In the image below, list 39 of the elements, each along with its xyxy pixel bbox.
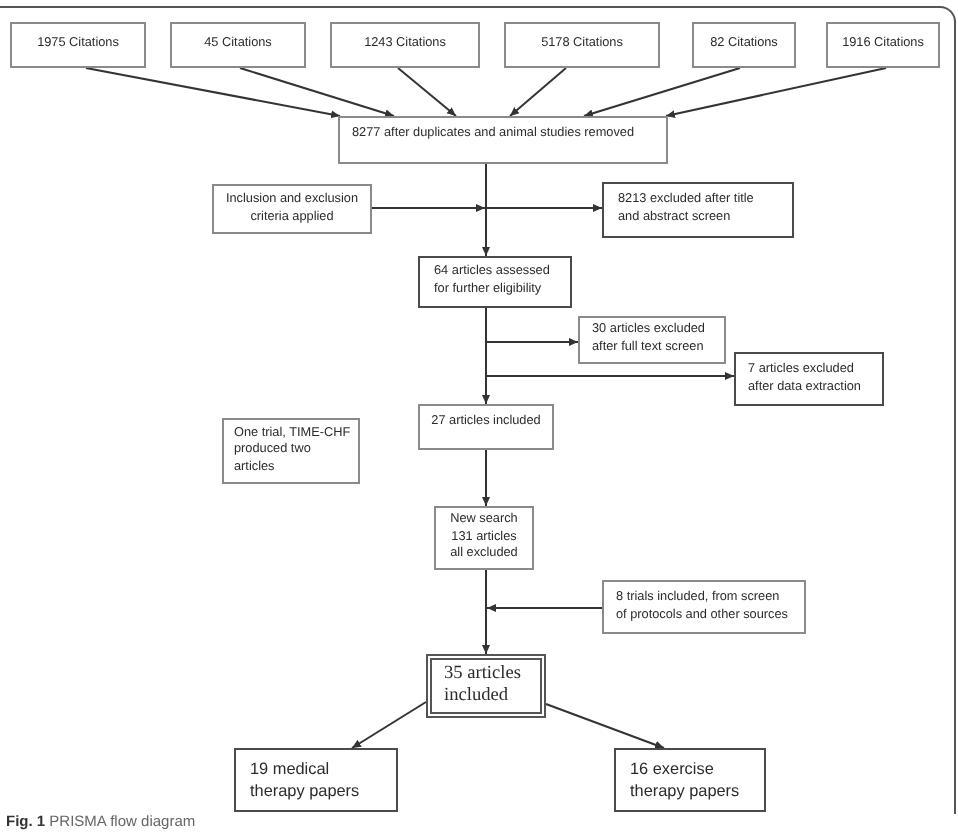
arrow bbox=[665, 67, 887, 118]
exclusion-box bbox=[578, 316, 726, 364]
arrow bbox=[509, 67, 567, 117]
process-box bbox=[10, 22, 146, 68]
arrow bbox=[486, 604, 603, 612]
process-box bbox=[692, 22, 796, 68]
note-box bbox=[222, 418, 360, 484]
result-box bbox=[614, 748, 766, 812]
box-text: 19 medical therapy papers bbox=[250, 757, 362, 803]
process-box bbox=[338, 116, 668, 164]
arrow bbox=[482, 207, 490, 257]
box-text: 16 exercise therapy papers bbox=[630, 757, 742, 803]
arrow bbox=[371, 204, 486, 212]
arrow bbox=[485, 204, 603, 212]
process-box bbox=[504, 22, 660, 68]
process-box bbox=[330, 22, 480, 68]
arrow bbox=[482, 607, 490, 655]
result-box bbox=[426, 654, 546, 718]
arrow bbox=[485, 307, 735, 380]
process-box bbox=[602, 580, 806, 634]
exclusion-box bbox=[602, 182, 794, 238]
connector-line bbox=[485, 569, 487, 609]
process-box bbox=[170, 22, 306, 68]
process-box bbox=[826, 22, 940, 68]
arrow bbox=[85, 67, 341, 119]
criteria-box bbox=[212, 184, 372, 234]
exclusion-box bbox=[434, 506, 534, 570]
arrow bbox=[545, 703, 665, 749]
arrow bbox=[583, 67, 741, 118]
exclusion-box bbox=[734, 352, 884, 406]
process-box bbox=[418, 404, 554, 450]
connector-line bbox=[485, 163, 487, 209]
arrow bbox=[397, 67, 457, 117]
result-box bbox=[234, 748, 398, 812]
arrow bbox=[482, 449, 490, 507]
box-text: 35 articles included bbox=[444, 663, 523, 709]
arrow bbox=[351, 701, 427, 749]
process-box bbox=[418, 256, 572, 308]
arrow bbox=[239, 67, 395, 118]
